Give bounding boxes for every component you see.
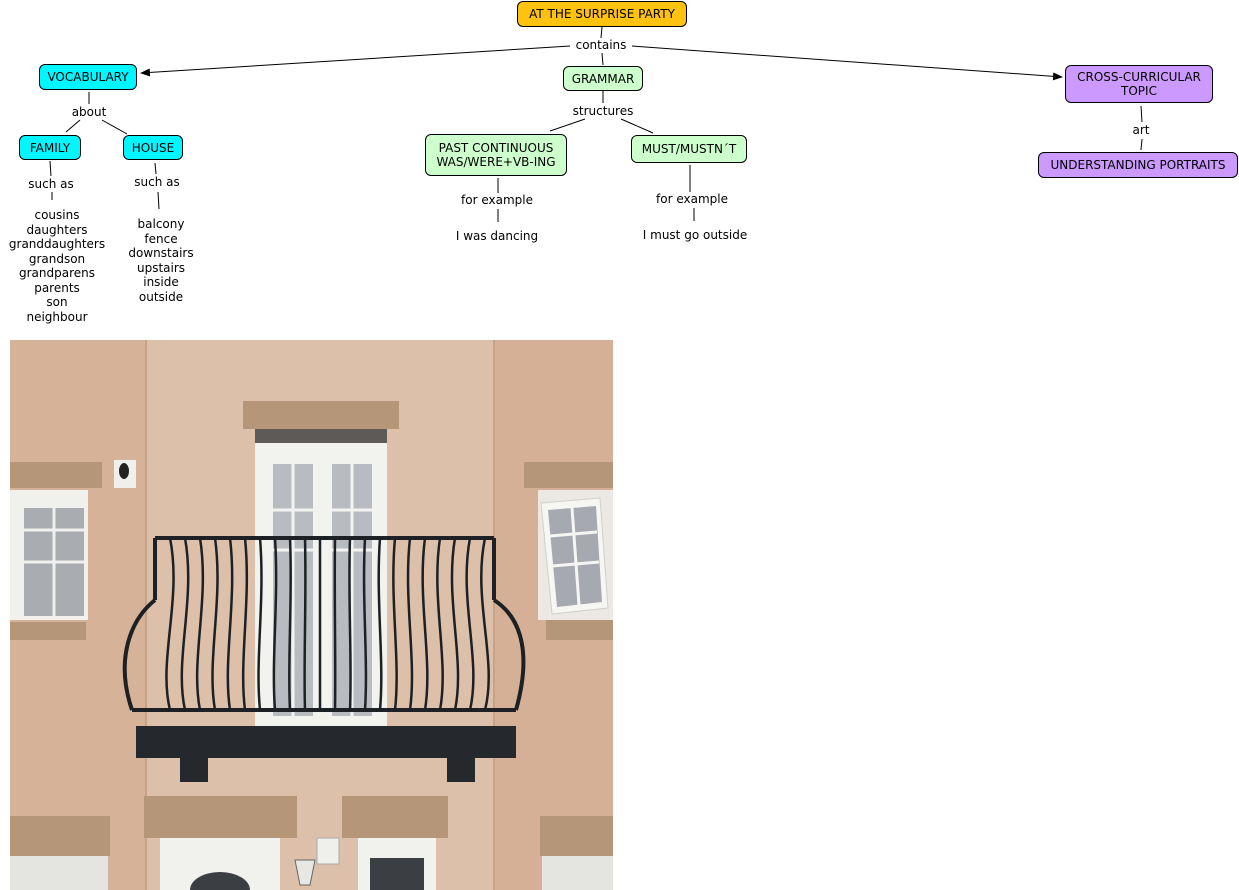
balcony-rail <box>257 537 263 711</box>
balcony-rail <box>465 537 475 711</box>
balcony-rail <box>241 537 249 711</box>
grammar-concept-node[interactable]: GRAMMAR <box>563 66 643 91</box>
vocabulary-concept-node[interactable]: VOCABULARY <box>39 64 137 90</box>
must-mustnt-concept-node[interactable]: MUST/MUSTN´T <box>631 135 747 163</box>
past-continuous-example-sentence: I was dancing <box>454 229 540 243</box>
balcony-rail <box>180 537 190 711</box>
link-phrase-contains: contains <box>574 38 628 52</box>
balcony-rail <box>211 537 219 711</box>
link-phrase-about: about <box>70 105 108 119</box>
balcony-rail <box>348 537 352 711</box>
link-phrase-house-such-as: such as <box>133 175 181 189</box>
balcony-rail <box>377 537 383 711</box>
balcony-rail <box>333 537 337 711</box>
link-phrase-past-example: for example <box>460 193 534 207</box>
balcony-rail <box>272 537 278 711</box>
link-phrase-art: art <box>1131 123 1151 137</box>
balcony-rail <box>450 537 460 711</box>
balcony-rail <box>195 537 205 711</box>
balcony-rail <box>392 537 398 711</box>
balcony-illustration <box>10 340 613 890</box>
past-continuous-concept-node[interactable]: PAST CONTINUOUS WAS/WERE+VB-ING <box>425 134 567 176</box>
must-example-sentence: I must go outside <box>641 228 749 242</box>
family-words-list: cousins daughters granddaughters grandso… <box>8 208 106 324</box>
root-concept-node[interactable]: AT THE SURPRISE PARTY <box>517 1 687 27</box>
balcony-rail <box>421 537 429 711</box>
understanding-portraits-node[interactable]: UNDERSTANDING PORTRAITS <box>1038 152 1238 178</box>
balcony-rail <box>303 537 307 711</box>
link-phrase-structures: structures <box>571 104 635 118</box>
balcony-rail <box>480 537 490 711</box>
balcony-rail <box>165 537 175 711</box>
cross-curricular-topic-node[interactable]: CROSS-CURRICULAR TOPIC <box>1065 65 1213 103</box>
balcony-rail <box>436 537 444 711</box>
concept-links <box>49 26 1143 222</box>
balcony-rail <box>362 537 368 711</box>
house-concept-node[interactable]: HOUSE <box>123 135 183 160</box>
family-concept-node[interactable]: FAMILY <box>19 135 81 160</box>
balcony-rail <box>287 537 293 711</box>
link-phrase-must-example: for example <box>655 192 729 206</box>
balcony-rail <box>406 537 414 711</box>
balcony-photo <box>10 340 613 890</box>
link-phrase-family-such-as: such as <box>27 177 75 191</box>
balcony-rail <box>226 537 234 711</box>
house-words-list: balcony fence downstairs upstairs inside… <box>128 217 194 304</box>
